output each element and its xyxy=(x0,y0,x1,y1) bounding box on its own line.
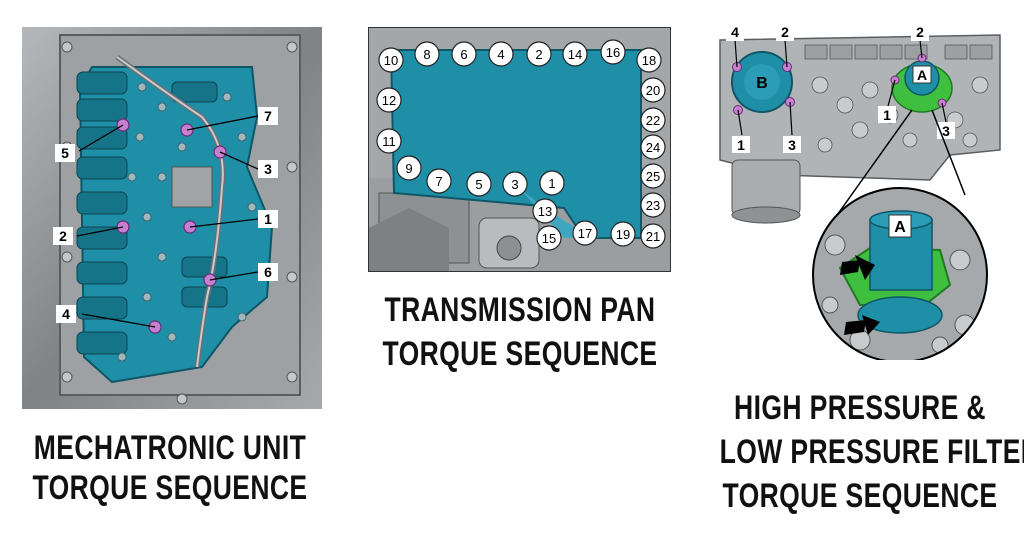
pan-caption-line-1: TRANSMISSION PAN xyxy=(384,291,656,329)
filter-b-callout-3: 3 xyxy=(788,137,796,153)
pan-bolt-marker xyxy=(640,223,666,249)
pan-bolt-marker xyxy=(562,41,588,67)
pan-bolt-marker xyxy=(640,134,666,160)
pan-caption: TRANSMISSION PAN TORQUE SEQUENCE xyxy=(376,288,665,376)
pan-bolt-label: 24 xyxy=(646,140,660,155)
pan-bolt-marker xyxy=(636,47,662,73)
transmission-pan-diagram: 10 8 6 4 2 14 16 18 12 20 22 11 24 9 7 5 3 1 25 13 23 15 17 19 2… xyxy=(368,27,671,272)
pan-bolt-label: 22 xyxy=(646,113,660,128)
pan-bolt-marker xyxy=(526,41,552,67)
filter-a-callout-1: 1 xyxy=(883,107,891,123)
pan-bolt-marker xyxy=(532,198,558,224)
pan-bolt-marker xyxy=(640,192,666,218)
pan-bolt-label: 18 xyxy=(642,53,656,68)
filter-caption: HIGH PRESSURE & LOW PRESSURE FILTER TORQ… xyxy=(719,386,1024,518)
pan-bolt-marker xyxy=(502,171,528,197)
pan-bolt-label: 16 xyxy=(606,45,620,60)
pan-bolt-label: 10 xyxy=(384,53,398,68)
pan-bolt-label: 13 xyxy=(538,204,552,219)
arrow-upper-icon xyxy=(840,255,875,280)
pan-bolt-marker xyxy=(640,163,666,189)
pan-bolt-marker xyxy=(600,39,626,65)
pan-bolt-marker xyxy=(376,87,402,113)
mechatronic-caption-line-1: MECHATRONIC UNIT xyxy=(33,429,307,467)
pan-bolt-marker xyxy=(426,168,452,194)
pan-bolt-marker xyxy=(466,171,492,197)
pan-bolt-label: 19 xyxy=(616,227,630,242)
filter-b-label: B xyxy=(756,75,768,92)
pan-bolt-label: 9 xyxy=(405,161,412,176)
pan-bolt-marker xyxy=(414,41,440,67)
pan-bolt-label: 17 xyxy=(578,226,592,241)
mechatronic-diagram: 7 5 3 1 2 6 4 xyxy=(22,27,322,409)
pan-bolt-label: 7 xyxy=(435,174,442,189)
filter-caption-line-1: HIGH PRESSURE & xyxy=(734,389,986,427)
filter-b-callout-4: 4 xyxy=(731,24,739,40)
pan-bolt-label: 4 xyxy=(497,47,504,62)
pan-bolt-marker xyxy=(640,77,666,103)
mechatronic-callout-7: 7 xyxy=(264,108,272,124)
pan-bolt-label: 6 xyxy=(460,47,467,62)
pan-bolt-label: 12 xyxy=(382,93,396,108)
filter-b-callout-2: 2 xyxy=(781,24,789,40)
filter-a-label: A xyxy=(917,67,927,83)
pan-bolt-marker xyxy=(610,221,636,247)
mechatronic-caption-line-2: TORQUE SEQUENCE xyxy=(32,469,308,507)
pan-caption-line-2: TORQUE SEQUENCE xyxy=(382,335,658,373)
mechatronic-callout-5: 5 xyxy=(61,145,69,161)
pan-bolt-label: 20 xyxy=(646,83,660,98)
pan-bolt-label: 3 xyxy=(511,177,518,192)
pan-bolt-marker xyxy=(539,170,565,196)
filter-caption-line-2: LOW PRESSURE FILTER xyxy=(719,433,1024,471)
pan-bolt-marker xyxy=(378,47,404,73)
mechatronic-callout-4: 4 xyxy=(62,306,70,322)
pan-bolt-label: 8 xyxy=(423,47,430,62)
pan-bolt-label: 15 xyxy=(542,231,556,246)
mechatronic-callout-2: 2 xyxy=(59,228,67,244)
filter-a-zoom-label: A xyxy=(894,219,906,236)
pan-bolt-marker xyxy=(536,225,562,251)
pan-bolt-label: 23 xyxy=(646,198,660,213)
pan-bolt-label: 11 xyxy=(382,134,396,149)
pan-bolt-marker xyxy=(488,41,514,67)
filter-a-callout-2: 2 xyxy=(916,24,924,40)
filter-a-callout-3: 3 xyxy=(942,123,950,139)
filter-diagram: B A 4 2 xyxy=(710,10,1010,360)
arrow-lower-icon xyxy=(844,315,880,335)
pan-bolt-label: 25 xyxy=(646,169,660,184)
pan-bolt-marker xyxy=(396,155,422,181)
pan-bolt-label: 1 xyxy=(548,176,555,191)
pan-bolt-marker xyxy=(376,128,402,154)
filter-b-callout-1: 1 xyxy=(737,137,745,153)
mechatronic-callout-3: 3 xyxy=(264,161,272,177)
pan-bolt-label: 21 xyxy=(646,229,660,244)
mechatronic-caption: MECHATRONIC UNIT TORQUE SEQUENCE xyxy=(30,428,311,508)
pan-bolt-marker xyxy=(640,107,666,133)
pan-bolt-label: 5 xyxy=(475,177,482,192)
filter-caption-line-3: TORQUE SEQUENCE xyxy=(722,477,998,515)
pan-bolt-marker xyxy=(451,41,477,67)
pan-bolt-label: 14 xyxy=(568,47,582,62)
mechatronic-callout-1: 1 xyxy=(264,211,272,227)
mechatronic-callout-6: 6 xyxy=(264,264,272,280)
pan-bolt-marker xyxy=(572,220,598,246)
pan-bolt-label: 2 xyxy=(535,47,542,62)
